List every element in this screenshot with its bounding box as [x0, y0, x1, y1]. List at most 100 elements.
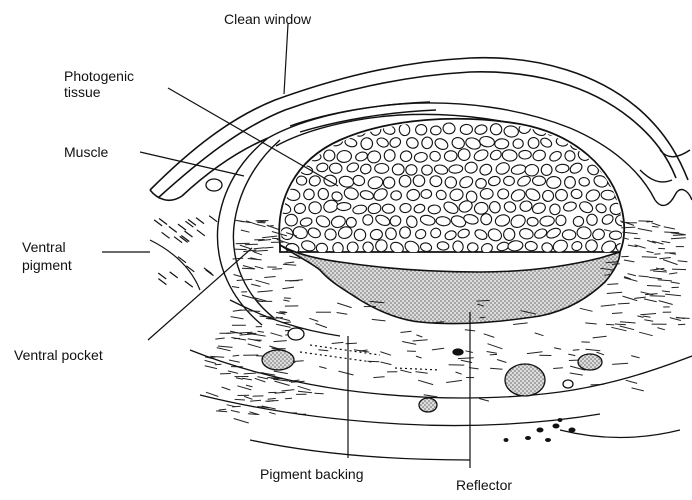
hatch-stroke — [217, 348, 231, 351]
hatch-stroke — [476, 300, 490, 301]
hatch-stroke — [298, 391, 312, 392]
hatch-stroke — [401, 331, 412, 332]
ventral-pigment-dash — [159, 219, 167, 225]
hatch-stroke — [284, 298, 291, 299]
hatch-stroke — [624, 260, 635, 262]
hatch-stroke — [649, 277, 662, 279]
hatch-stroke — [270, 333, 282, 337]
hatch-stroke — [678, 324, 685, 325]
hatch-stroke — [248, 344, 261, 348]
hatch-stroke — [676, 317, 685, 318]
label-photogenic-line1: Photogenic — [64, 68, 134, 84]
hatch-stroke — [235, 399, 245, 400]
hatch-stroke — [222, 387, 231, 390]
hatch-stroke — [258, 331, 264, 332]
label-clean-window: Clean window — [224, 11, 311, 27]
hatch-stroke — [490, 354, 497, 355]
hatch-stroke — [513, 323, 528, 325]
hatch-stroke — [236, 378, 243, 380]
hatch-stroke — [346, 343, 357, 344]
hatch-stroke — [612, 264, 620, 265]
photocyte-cell — [329, 163, 342, 174]
photocyte-cell — [503, 228, 515, 240]
hatch-stroke — [282, 287, 294, 289]
photocyte-cell — [613, 136, 629, 150]
hatch-stroke — [653, 271, 667, 272]
hatch-stroke — [233, 355, 240, 356]
ventral-pigment-dash — [169, 226, 177, 232]
hatch-stroke — [285, 262, 295, 263]
hatch-stroke — [657, 328, 665, 330]
photocyte-cell — [513, 139, 524, 149]
hatch-stroke — [644, 299, 657, 302]
hatch-stroke — [319, 367, 326, 369]
hatch-stroke — [618, 303, 630, 304]
hatch-stroke — [497, 360, 506, 363]
photocyte-cell — [517, 254, 532, 266]
photocyte-cell — [609, 231, 622, 240]
hatch-stroke — [264, 247, 273, 248]
hatch-stroke — [285, 398, 292, 399]
hatch-stroke — [318, 350, 328, 351]
hatch-stroke — [372, 319, 386, 321]
photocyte-cell — [415, 124, 427, 136]
ventral-pigment-edge — [150, 240, 200, 290]
hatch-stroke — [227, 405, 236, 407]
hatch-stroke — [381, 362, 392, 365]
hatch-stroke — [255, 266, 263, 268]
hatch-stroke — [339, 371, 354, 375]
label-pigment-backing: Pigment backing — [260, 466, 364, 482]
hatch-stroke — [624, 278, 638, 282]
hatch-stroke — [596, 352, 604, 355]
hatch-stroke — [647, 251, 654, 252]
hatch-stroke — [269, 412, 275, 414]
photocyte-cell — [397, 254, 412, 267]
photocyte-cell — [467, 242, 478, 252]
hatch-stroke — [237, 279, 253, 280]
hatch-stroke — [593, 336, 607, 338]
hatch-stroke — [244, 373, 256, 374]
hatch-stroke — [418, 380, 433, 384]
hatch-stroke — [276, 317, 290, 321]
hatch-stroke — [644, 320, 653, 322]
hatch-stroke — [380, 352, 391, 356]
hatch-stroke — [283, 264, 296, 265]
hatch-stroke — [628, 274, 636, 276]
photocyte-cell — [278, 277, 292, 292]
ventral-pigment-dash — [158, 279, 166, 285]
hatch-stroke — [432, 348, 444, 350]
hatch-stroke — [612, 313, 622, 314]
photocyte-cell — [519, 150, 532, 159]
ventral-pigment-dash — [158, 273, 166, 279]
hatch-stroke — [205, 360, 217, 363]
photocyte-cell — [497, 188, 509, 199]
photocyte-cell — [300, 267, 314, 278]
hatch-stroke — [580, 308, 593, 311]
hatch-stroke — [535, 333, 544, 336]
photocyte-cell — [324, 150, 335, 161]
hatch-stroke — [640, 314, 656, 315]
hatch-stroke — [416, 335, 422, 337]
hatch-stroke — [527, 352, 543, 354]
photocyte-cell — [369, 254, 382, 265]
hatch-stroke — [626, 380, 637, 383]
hatch-stroke — [400, 370, 411, 373]
hatch-stroke — [242, 378, 252, 380]
ventral-pigment-dash — [185, 281, 193, 287]
photocyte-cell — [296, 176, 307, 186]
hatch-stroke — [659, 301, 673, 305]
photocyte-cell — [391, 191, 402, 201]
hatch-stroke — [654, 254, 660, 255]
hatch-stroke — [256, 280, 270, 284]
hatch-stroke — [484, 334, 495, 338]
hatch-stroke — [673, 235, 686, 236]
hatch-stroke — [233, 258, 244, 259]
photocyte-cell — [421, 189, 432, 199]
hatch-stroke — [231, 317, 244, 319]
hatch-stroke — [262, 236, 277, 238]
hatch-stroke — [416, 356, 422, 358]
hatch-stroke — [282, 390, 295, 391]
hatch-stroke — [258, 225, 266, 227]
hatch-stroke — [678, 261, 688, 262]
ventral-pigment-dash — [206, 270, 214, 276]
